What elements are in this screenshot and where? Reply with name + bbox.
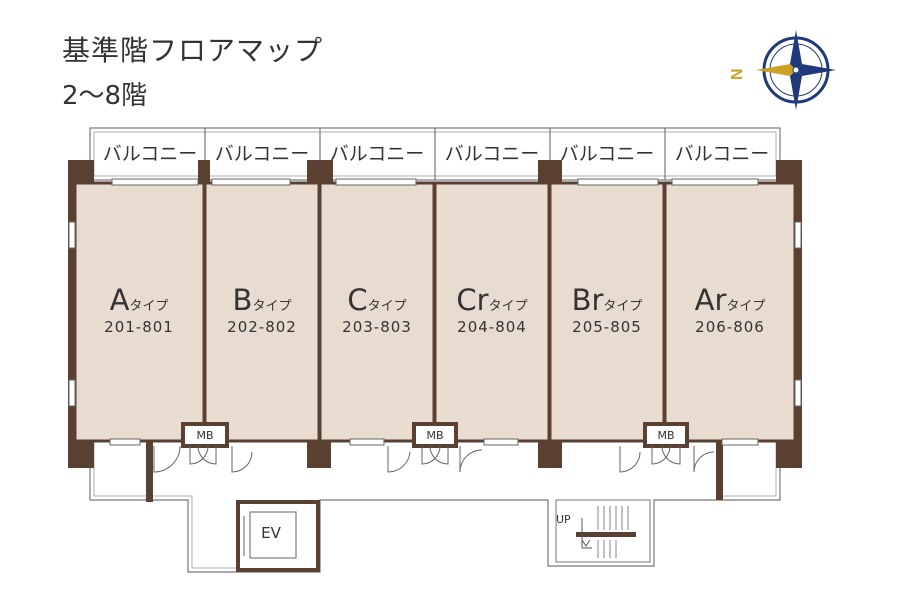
unit-b-numbers: 202-802 xyxy=(227,318,297,336)
unit-c-numbers: 203-803 xyxy=(342,318,412,336)
elevator-label: EV xyxy=(261,524,281,542)
unit-b-type: Bタイプ xyxy=(232,283,292,317)
unit-a-type: Aタイプ xyxy=(109,283,169,317)
unit-ar-type: Arタイプ xyxy=(694,283,766,317)
unit-c-type: Cタイプ xyxy=(347,283,407,317)
meter-box-label: MB xyxy=(426,429,444,442)
stairs-up-label: UP xyxy=(556,513,571,526)
meter-box-label: MB xyxy=(657,429,675,442)
unit-a-numbers: 201-801 xyxy=(104,318,174,336)
stairwell xyxy=(555,499,651,563)
unit-ar-numbers: 206-806 xyxy=(695,318,765,336)
corridor-outline xyxy=(89,440,781,573)
unit-cr-numbers: 204-804 xyxy=(457,318,527,336)
balcony-label: バルコニー xyxy=(674,143,770,165)
balcony-label: バルコニー xyxy=(559,143,655,165)
balcony-label: バルコニー xyxy=(329,143,425,165)
balcony-label: バルコニー xyxy=(444,143,540,165)
compass-label: N xyxy=(729,68,746,80)
unit-cr-type: Crタイプ xyxy=(456,283,528,317)
compass-icon: N xyxy=(729,30,836,110)
meter-box-label: MB xyxy=(196,429,214,442)
unit-br-numbers: 205-805 xyxy=(572,318,642,336)
unit-br-type: Brタイプ xyxy=(571,283,643,317)
balcony-label: バルコニー xyxy=(102,143,198,165)
balcony-label: バルコニー xyxy=(214,143,310,165)
page-title: 基準階フロアマップ xyxy=(62,34,324,67)
floor-range: 2～8階 xyxy=(62,81,148,111)
